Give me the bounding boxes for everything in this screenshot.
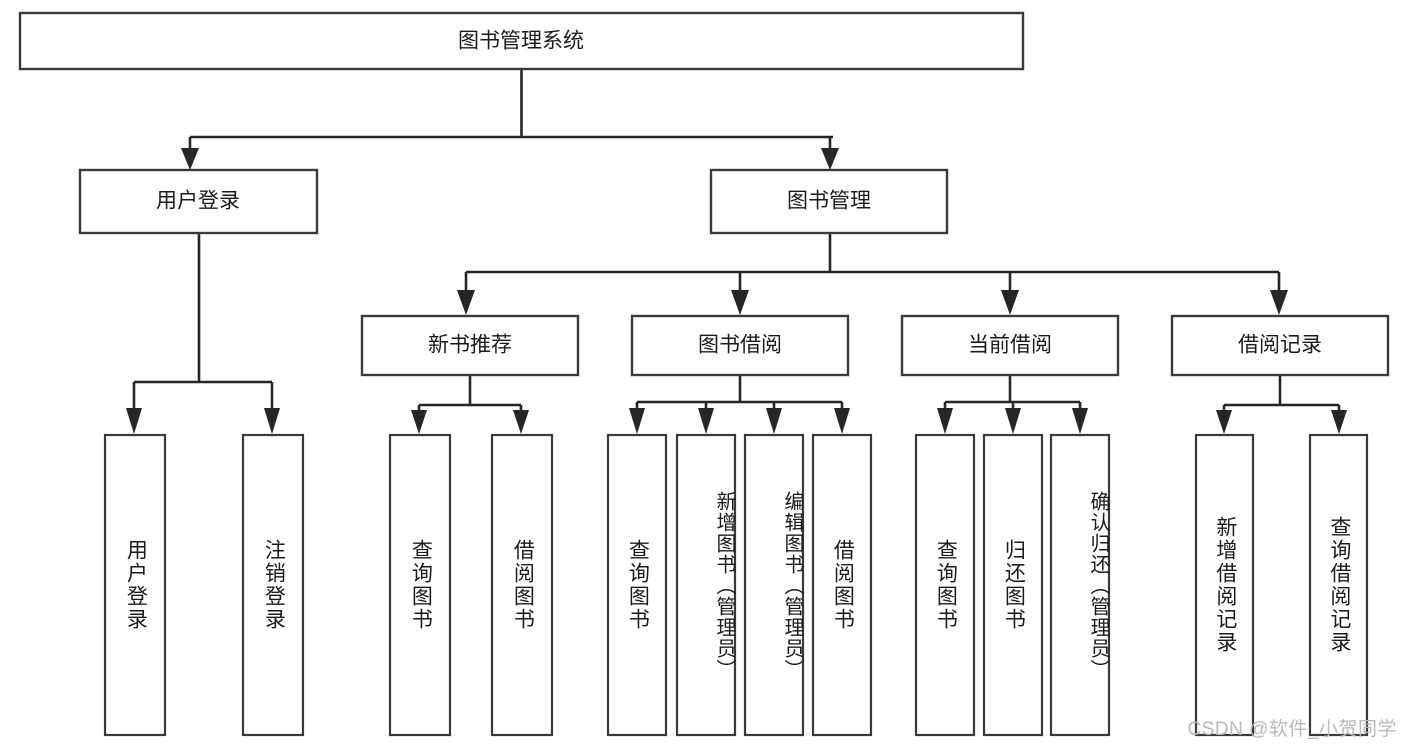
node-root-label: 图书管理系统 bbox=[458, 30, 584, 53]
arrow-head-leaf-confirm-return-admin bbox=[1072, 408, 1088, 434]
node-user-login-box[interactable] bbox=[78, 168, 319, 235]
node-leaf-add-borrow-record-box[interactable] bbox=[1194, 433, 1255, 737]
node-leaf-logout-login-box[interactable] bbox=[241, 433, 305, 737]
arrow-head-book-manage bbox=[821, 148, 839, 170]
arrow-head-book-borrow bbox=[731, 290, 749, 315]
node-current-borrow[interactable]: 当前借阅 bbox=[900, 314, 1120, 377]
node-book-borrow-box[interactable] bbox=[630, 314, 850, 377]
node-new-book-recommend[interactable]: 新书推荐 bbox=[360, 314, 580, 377]
arrow-head-leaf-borrow-book-2 bbox=[834, 408, 850, 434]
node-borrow-record-label: 借阅记录 bbox=[1238, 334, 1322, 357]
arrow-head-user-login bbox=[181, 148, 199, 170]
connector-group-book-manage bbox=[457, 233, 1288, 315]
arrow-head-leaf-borrow-book-1 bbox=[513, 410, 529, 434]
node-leaf-add-book-admin-box[interactable] bbox=[675, 433, 737, 737]
connector-group-borrow-record bbox=[1216, 375, 1347, 434]
connector-group-current-borrow bbox=[937, 375, 1088, 434]
node-book-manage-box[interactable] bbox=[709, 168, 949, 235]
connector-group-root bbox=[181, 69, 839, 170]
arrow-head-leaf-logout-login bbox=[264, 408, 280, 434]
arrow-head-leaf-return-book bbox=[1005, 408, 1021, 434]
arrow-head-current-borrow bbox=[1001, 290, 1019, 315]
node-borrow-record-box[interactable] bbox=[1170, 314, 1390, 377]
arrow-head-borrow-record bbox=[1270, 290, 1288, 315]
node-new-book-recommend-box[interactable] bbox=[360, 314, 580, 377]
connector-group-user-login bbox=[126, 233, 280, 434]
node-user-login-label: 用户登录 bbox=[156, 190, 240, 213]
arrow-head-leaf-add-book-admin bbox=[698, 408, 714, 434]
node-root-box[interactable] bbox=[18, 11, 1025, 71]
leaf-boxes bbox=[103, 433, 1369, 737]
node-current-borrow-label: 当前借阅 bbox=[968, 334, 1052, 357]
connector-group-new-book-recommend bbox=[411, 375, 529, 434]
node-book-borrow[interactable]: 图书借阅 bbox=[630, 314, 850, 377]
node-new-book-recommend-label: 新书推荐 bbox=[428, 334, 512, 357]
arrow-head-leaf-query-borrow-record bbox=[1331, 410, 1347, 434]
node-current-borrow-box[interactable] bbox=[900, 314, 1120, 377]
csdn-watermark: CSDN @软件_小贺同学 bbox=[1187, 719, 1397, 740]
connector-group-book-borrow bbox=[629, 375, 850, 434]
node-book-manage-label: 图书管理 bbox=[787, 190, 871, 213]
node-leaf-return-book-box[interactable] bbox=[982, 433, 1044, 737]
node-borrow-record[interactable]: 借阅记录 bbox=[1170, 314, 1390, 377]
node-leaf-query-borrow-record-box[interactable] bbox=[1308, 433, 1369, 737]
arrow-head-leaf-query-book-3 bbox=[937, 408, 953, 434]
node-leaf-borrow-book-2-box[interactable] bbox=[811, 433, 873, 737]
arrow-head-leaf-edit-book-admin bbox=[766, 408, 782, 434]
node-leaf-edit-book-admin-box[interactable] bbox=[743, 433, 805, 737]
node-leaf-borrow-book-1-box[interactable] bbox=[490, 433, 554, 737]
node-leaf-confirm-return-admin-box[interactable] bbox=[1049, 433, 1111, 737]
arrow-head-leaf-query-book-1 bbox=[411, 410, 427, 434]
node-leaf-query-book-2-box[interactable] bbox=[606, 433, 668, 737]
arrow-head-leaf-add-borrow-record bbox=[1216, 410, 1232, 434]
node-book-manage[interactable]: 图书管理 bbox=[709, 168, 949, 235]
arrow-head-new-book-recommend bbox=[457, 290, 475, 315]
node-root[interactable]: 图书管理系统 bbox=[18, 11, 1025, 71]
node-leaf-user-login-box[interactable] bbox=[103, 433, 167, 737]
arrow-head-leaf-query-book-2 bbox=[629, 408, 645, 434]
node-leaf-query-book-3-box[interactable] bbox=[914, 433, 976, 737]
node-leaf-query-book-1-box[interactable] bbox=[388, 433, 452, 737]
node-book-borrow-label: 图书借阅 bbox=[698, 334, 782, 357]
node-user-login[interactable]: 用户登录 bbox=[78, 168, 319, 235]
arrow-head-leaf-user-login bbox=[126, 408, 142, 434]
